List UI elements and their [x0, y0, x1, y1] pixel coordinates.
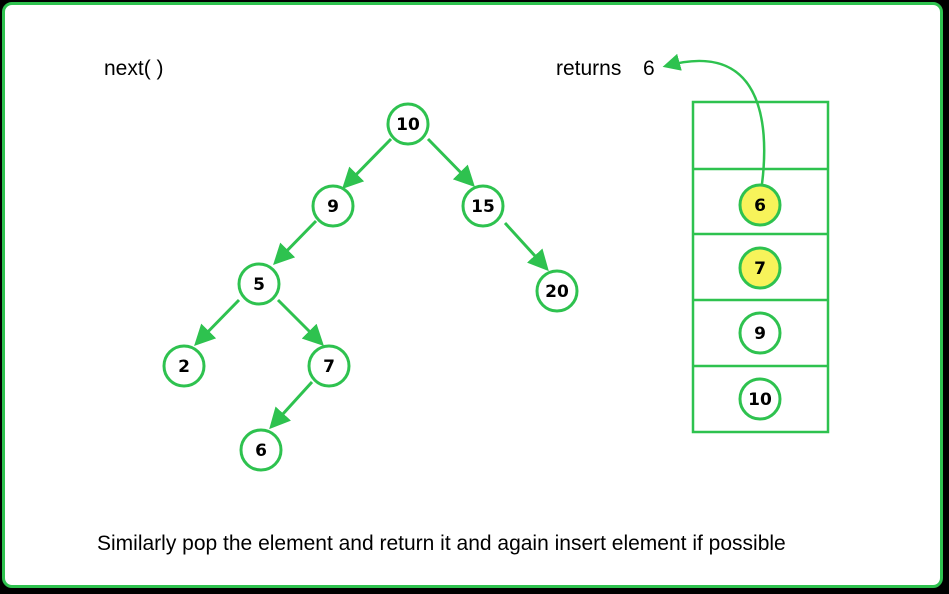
node-label: 20: [545, 282, 569, 302]
tree-node: 6: [239, 428, 283, 472]
node-label: 9: [327, 197, 339, 217]
tree-nodes: 10 9 15 5 20 2 7 6: [162, 102, 579, 472]
returns-label: returns: [556, 57, 621, 80]
tree-node: 5: [237, 262, 281, 306]
call-label: next( ): [104, 57, 164, 80]
stack-value: 9: [754, 324, 766, 344]
edge-15-20: [503, 221, 549, 272]
node-label: 6: [255, 441, 267, 461]
caption-text: Similarly pop the element and return it …: [97, 532, 786, 555]
stack-value: 10: [748, 390, 772, 410]
tree-node: 10: [386, 102, 430, 146]
edge-10-9: [342, 137, 393, 190]
tree-node: 20: [535, 269, 579, 313]
return-arrow: [662, 53, 766, 185]
edge-7-6: [269, 380, 314, 430]
tree-node: 7: [307, 344, 351, 388]
returned-value: 6: [643, 57, 655, 80]
edge-10-15: [426, 137, 475, 188]
stack-item: 9: [738, 311, 782, 355]
node-label: 5: [253, 275, 265, 295]
node-label: 2: [178, 357, 190, 377]
stack-item: 10: [738, 377, 782, 421]
tree-node: 2: [162, 344, 206, 388]
stack-value: 6: [754, 196, 766, 216]
stack-item: 7: [738, 246, 782, 290]
edge-9-5: [273, 219, 318, 266]
tree-node: 15: [461, 184, 505, 228]
node-label: 7: [323, 357, 335, 377]
node-label: 10: [396, 115, 420, 135]
stack: 6 7 9 10: [691, 100, 830, 434]
tree-edges: [194, 137, 549, 430]
stack-item: 6: [738, 183, 782, 227]
tree-node: 9: [311, 184, 355, 228]
node-label: 15: [471, 197, 495, 217]
edge-5-2: [194, 298, 241, 347]
edge-5-7: [276, 298, 324, 346]
stack-value: 7: [754, 259, 766, 279]
